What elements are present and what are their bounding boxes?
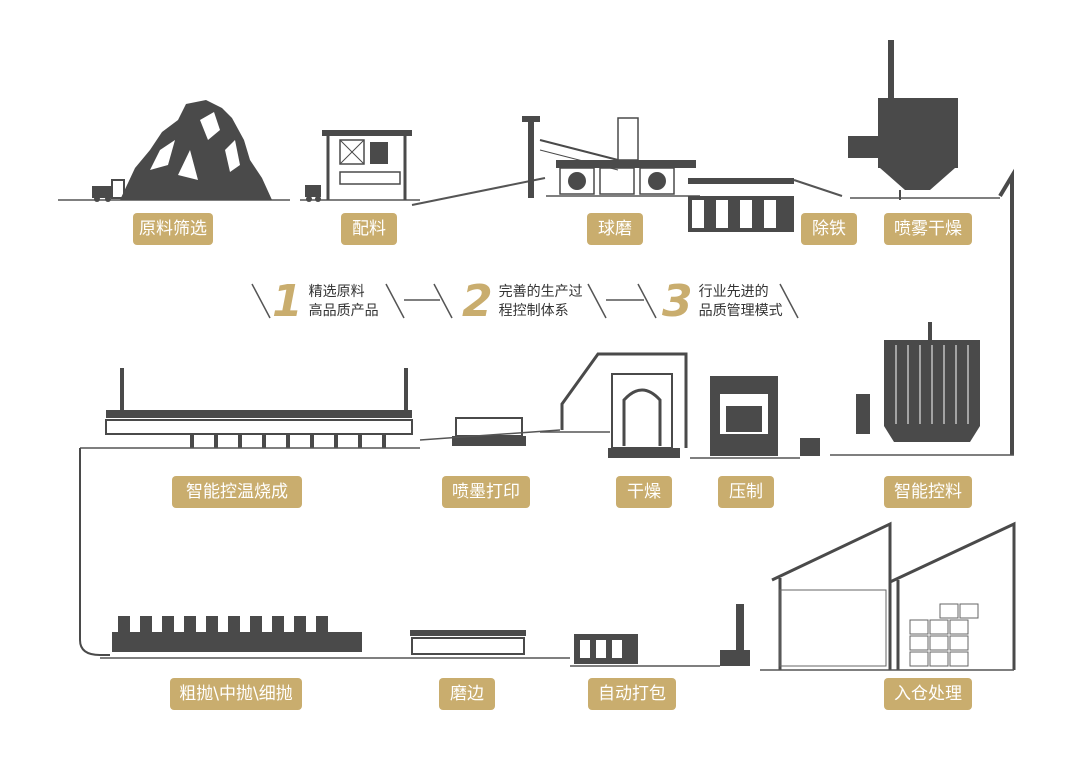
stage-label-smart-material-control: 智能控料	[884, 476, 972, 508]
warehouse-illustration	[760, 521, 1016, 671]
principle-2: 2 完善的生产过 程控制体系	[462, 280, 583, 324]
principle-3: 3 行业先进的 品质管理模式	[662, 280, 783, 324]
pressing-illustration	[690, 376, 820, 459]
iron-removal-illustration	[688, 178, 843, 232]
firing-kiln-illustration	[79, 368, 420, 656]
principle-text: 行业先进的 品质管理模式	[699, 283, 783, 321]
principle-line2: 程控制体系	[498, 303, 569, 319]
principle-number: 1	[272, 276, 303, 327]
stage-label-batching: 配料	[341, 213, 397, 245]
stage-label-spray-drying: 喷雾干燥	[884, 213, 972, 245]
polishing-illustration	[100, 616, 400, 659]
principle-number: 2	[462, 276, 493, 327]
smart-material-control-illustration	[830, 322, 1014, 456]
stage-label-inkjet-printing: 喷墨打印	[442, 476, 530, 508]
stage-label-polishing: 粗抛\中抛\细抛	[170, 678, 302, 710]
right-connector-line	[998, 168, 1014, 455]
principle-text: 精选原料 高品质产品	[309, 283, 379, 321]
raw-screening-illustration	[58, 100, 290, 202]
stage-label-edging: 磨边	[439, 678, 495, 710]
stage-label-iron-removal: 除铁	[801, 213, 857, 245]
auto-packing-illustration	[570, 604, 750, 667]
stage-label-firing: 智能控温烧成	[172, 476, 302, 508]
stage-label-drying: 干燥	[616, 476, 672, 508]
stage-label-raw-screening: 原料筛选	[133, 213, 213, 245]
spray-drying-illustration	[848, 40, 1000, 200]
principle-1: 1 精选原料 高品质产品	[272, 280, 379, 324]
batching-illustration	[300, 130, 546, 206]
stage-label-warehousing: 入仓处理	[884, 678, 972, 710]
stage-label-ball-milling: 球磨	[587, 213, 643, 245]
principle-text: 完善的生产过 程控制体系	[499, 283, 583, 321]
principle-line1: 完善的生产过	[498, 284, 583, 300]
principle-line2: 品质管理模式	[698, 303, 783, 319]
principle-separators	[251, 283, 799, 319]
edging-illustration	[400, 630, 570, 659]
principle-line1: 行业先进的	[698, 284, 769, 300]
stage-label-auto-packing: 自动打包	[588, 678, 676, 710]
drying-illustration	[540, 352, 688, 458]
stage-label-pressing: 压制	[718, 476, 774, 508]
ball-milling-illustration	[522, 116, 700, 198]
principle-line1: 精选原料	[308, 284, 365, 300]
principle-line2: 高品质产品	[308, 303, 379, 319]
principle-number: 3	[662, 276, 693, 327]
inkjet-printing-illustration	[419, 417, 561, 446]
